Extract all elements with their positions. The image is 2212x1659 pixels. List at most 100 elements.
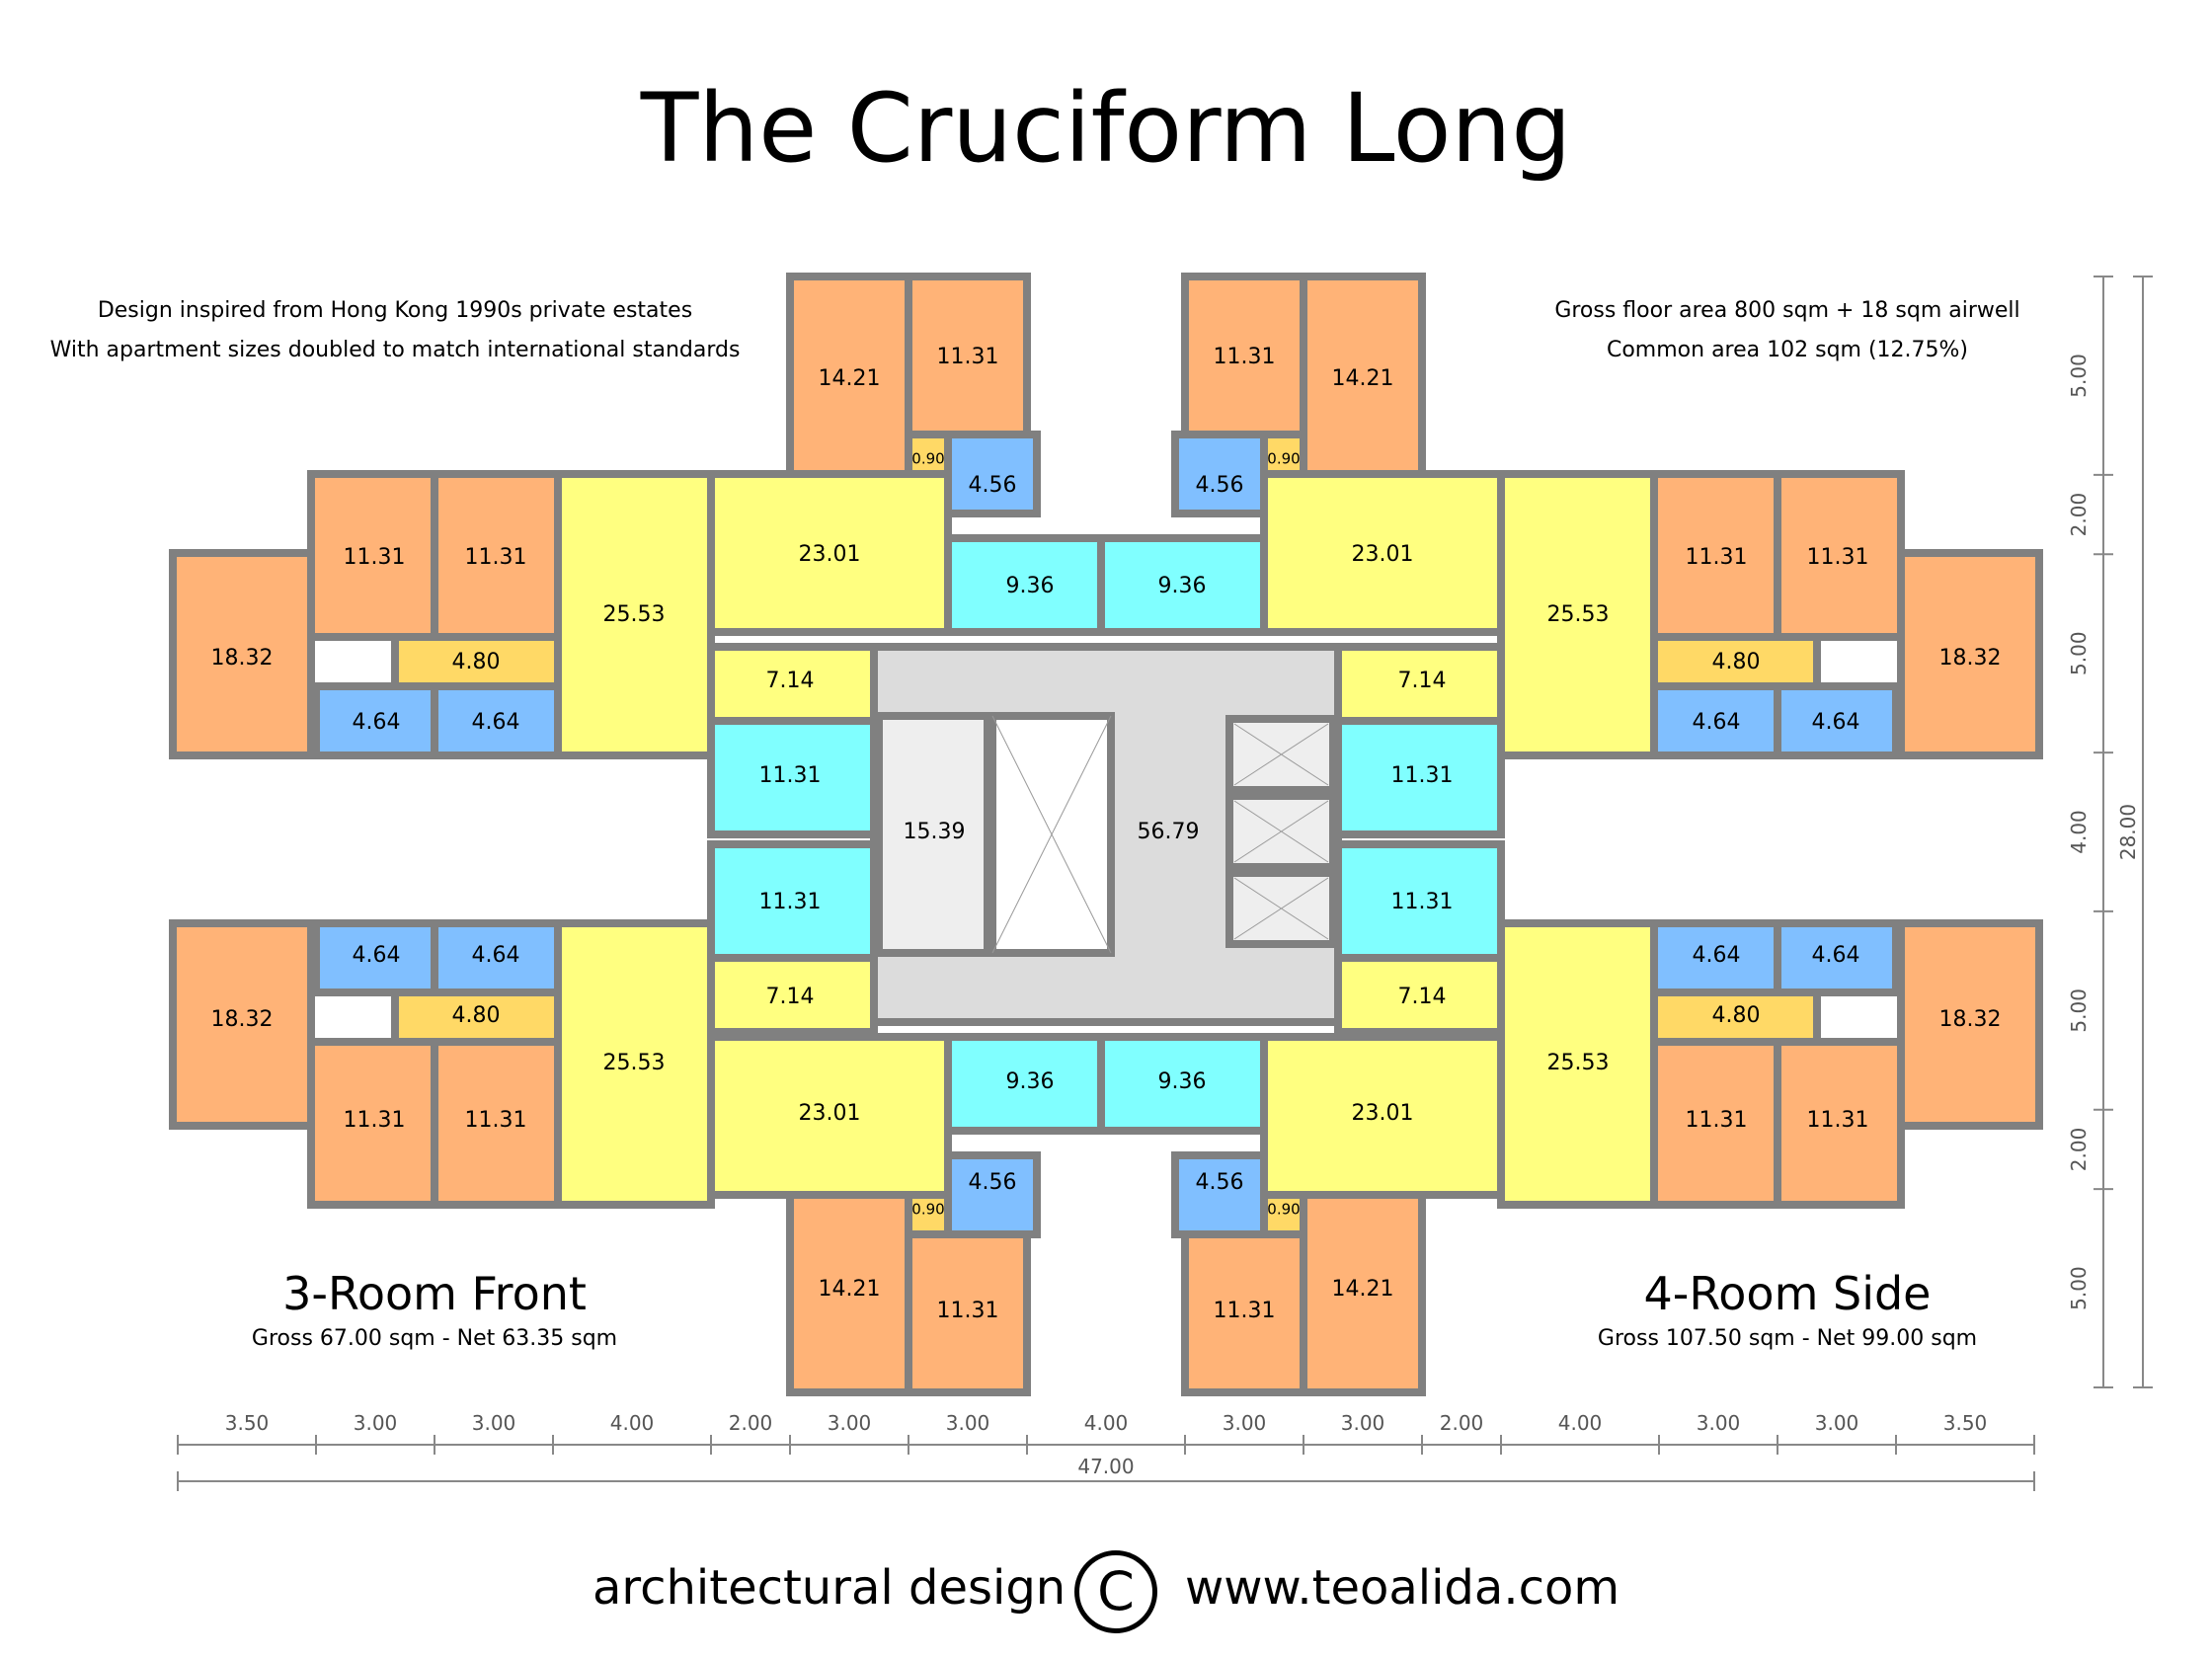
front-bathroom-br [1171,1151,1268,1238]
side-label-side_kitchen-8-br: 11.31 [1391,890,1454,914]
front-label-front_bed1-tr: 14.21 [1332,366,1394,391]
front-label-front_bath-tl: 4.56 [969,473,1017,498]
front-label-front_living-tr: 23.01 [1352,542,1414,567]
dimension-vertical-label-0: 5.00 [2067,354,2091,398]
side-label-side_bath-5-br: 4.64 [1693,943,1741,968]
side-bedroom-large-bl [169,919,315,1130]
front-label-front_kitchen-br: 9.36 [1158,1069,1207,1094]
lift-shaft-cross-b [991,715,1112,954]
stair [875,712,991,957]
front-label-front_bed1-br: 14.21 [1332,1277,1394,1302]
dimension-label-6: 3.00 [946,1411,990,1435]
front-kitchen-br [1097,1033,1268,1135]
dimension-vertical-label-4: 5.00 [2067,988,2091,1033]
side-living-tl [554,470,715,759]
front-label-front_door-bl: 0.90 [911,1201,944,1219]
copyright-icon: C [1074,1550,1157,1633]
front-bathroom-tr [1171,431,1268,517]
dimension-label-5: 3.00 [828,1411,872,1435]
dimension-label-11: 4.00 [1558,1411,1603,1435]
side-kitchen-bl [707,840,878,962]
design-notes: Design inspired from Hong Kong 1990s pri… [30,291,760,370]
dimension-label-10: 2.00 [1440,1411,1484,1435]
elevator-cross-b-1 [1233,723,1329,786]
front-kitchen-bl [944,1033,1115,1135]
side-label-side_living-6-tr: 25.53 [1547,602,1610,627]
front-entry-tr [1260,431,1307,478]
side-label-side_bed-1-tr: 11.31 [1807,545,1869,570]
side-bath-b-tr [1650,682,1781,759]
side-bedroom-large-br [1897,919,2043,1130]
side-bath-a-bl [312,919,438,996]
front-label-front_bed2-tl: 11.31 [937,345,999,369]
elevator-1 [1225,715,1337,794]
side-label-side_bed-2-br: 11.31 [1686,1108,1748,1133]
side-bath-b-br [1650,919,1781,996]
side-label-side_kitchen-8-tl: 11.31 [759,763,822,788]
side-bath-b-tl [431,682,562,759]
front-bathroom-bl [944,1151,1041,1238]
unit-4room-areas: Gross 107.50 sqm - Net 99.00 sqm [1597,1326,1978,1351]
side-bath-b-bl [431,919,562,996]
side-label-side_hall-3-br: 4.80 [1712,1003,1761,1028]
front-label-front_bath-br: 4.56 [1196,1170,1244,1195]
area-notes: Gross floor area 800 sqm + 18 sqm airwel… [1501,291,2074,370]
side-label-side_hall-3-tr: 4.80 [1712,650,1761,674]
front-living-br [1260,1033,1505,1199]
page-title: The Cruciform Long [640,73,1572,184]
side-bedroom-b-br [1650,1038,1781,1209]
side-label-side_bed_big-0-tl: 18.32 [211,646,274,671]
front-label-front_living-tl: 23.01 [799,542,861,567]
side-label-side_corridor-7-bl: 7.14 [766,985,815,1009]
side-label-side_bath-4-br: 4.64 [1812,943,1860,968]
dimension-label-7: 4.00 [1084,1411,1129,1435]
front-label-front_door-br: 0.90 [1267,1201,1300,1219]
front-label-front_bath-bl: 4.56 [969,1170,1017,1195]
elevator-2 [1225,792,1337,871]
footer-website-link[interactable]: www.teoalida.com [1185,1560,1620,1616]
side-label-side_corridor-7-tl: 7.14 [766,669,815,693]
side-label-side_bath-5-tl: 4.64 [472,710,520,735]
side-label-side_hall-3-tl: 4.80 [452,650,501,674]
dimension-label-0: 3.50 [225,1411,270,1435]
front-entry-tl [905,431,952,478]
dimension-vertical-label-5: 2.00 [2067,1128,2091,1172]
side-label-side_bed_big-0-tr: 18.32 [1939,646,2002,671]
front-label-front_bed1-bl: 14.21 [819,1277,881,1302]
side-label-side_bed-2-tr: 11.31 [1686,545,1748,570]
unit-3room-name: 3-Room Front [282,1267,587,1320]
side-label-side_bath-4-tr: 4.64 [1812,710,1860,735]
side-kitchen-tl [707,717,878,838]
dimension-vertical-label-1: 2.00 [2067,493,2091,537]
front-kitchen-tl [944,534,1115,636]
front-entry-br [1260,1191,1307,1238]
front-label-front_bath-tr: 4.56 [1196,473,1244,498]
side-label-side_bed-1-tl: 11.31 [344,545,406,570]
side-label-side_bath-5-bl: 4.64 [472,943,520,968]
side-label-side_bed-2-tl: 11.31 [465,545,527,570]
front-label-front_bed2-tr: 11.31 [1214,345,1276,369]
front-label-front_living-bl: 23.01 [799,1101,861,1126]
side-label-side_hall-3-bl: 4.80 [452,1003,501,1028]
front-label-front_bed2-br: 11.31 [1214,1299,1276,1323]
front-kitchen-tr [1097,534,1268,636]
elevator-cross-b-2 [1233,800,1329,863]
side-label-side_bed-1-bl: 11.31 [344,1108,406,1133]
side-label-side_corridor-7-br: 7.14 [1398,985,1447,1009]
side-label-side_living-6-br: 25.53 [1547,1051,1610,1075]
front-label-front_kitchen-bl: 9.36 [1006,1069,1055,1094]
side-bath-a-br [1774,919,1900,996]
front-label-front_door-tr: 0.90 [1267,450,1300,468]
unit-3room-areas: Gross 67.00 sqm - Net 63.35 sqm [251,1326,618,1351]
side-label-side_bath-5-tr: 4.64 [1693,710,1741,735]
area-note-1: Gross floor area 800 sqm + 18 sqm airwel… [1554,298,2020,323]
dimension-label-12: 3.00 [1697,1411,1741,1435]
front-label-front_door-tl: 0.90 [911,450,944,468]
side-bath-a-tr [1774,682,1900,759]
side-corridor-bl [707,954,878,1036]
stair-area: 15.39 [904,820,966,844]
side-label-side_kitchen-8-bl: 11.31 [759,890,822,914]
side-label-side_bed_big-0-bl: 18.32 [211,1007,274,1032]
side-living-bl [554,919,715,1209]
